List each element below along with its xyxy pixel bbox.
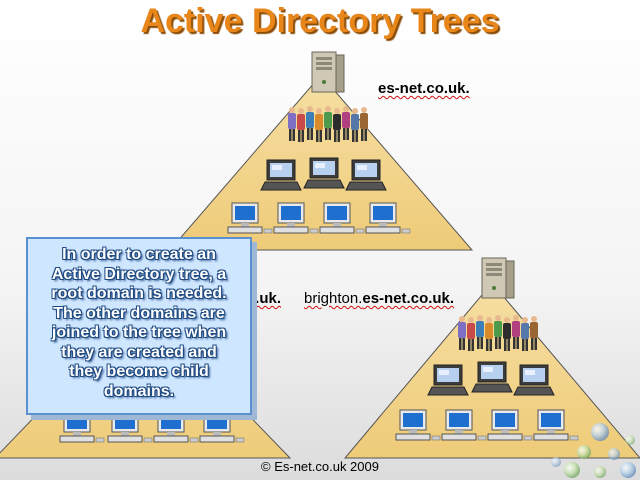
server-icon	[311, 51, 345, 93]
bubble-decoration	[551, 423, 636, 478]
callout-line: domains.	[103, 382, 175, 400]
laptop-icon	[345, 159, 387, 191]
callout-line: The other domains are	[53, 304, 225, 322]
explanation-callout: In order to create an Active Directory t…	[26, 237, 252, 415]
callout-line: joined to the tree when	[51, 324, 227, 341]
laptop-icon	[427, 364, 469, 396]
callout-line: In order to create an	[62, 246, 216, 263]
left-child-domain-label: o.uk.	[246, 290, 282, 307]
callout-line: they become child	[69, 363, 209, 380]
laptop-icon	[471, 361, 513, 393]
callout-line: Active Directory tree, a	[51, 265, 227, 283]
page-title: Active Directory Trees	[140, 2, 500, 40]
callout-line: they are created and	[61, 343, 217, 361]
copyright-footer: © Es-net.co.uk 2009	[261, 459, 379, 474]
root-domain-label: es-net.co.uk.	[378, 80, 470, 97]
laptop-icon	[513, 364, 555, 396]
callout-text: In order to create an Active Directory t…	[28, 245, 250, 401]
right-child-domain-label: brighton.es-net.co.uk.	[304, 290, 455, 307]
server-icon	[481, 257, 515, 299]
callout-line: root domain is needed.	[51, 285, 227, 302]
laptop-icon	[260, 159, 302, 191]
laptop-icon	[303, 157, 345, 189]
